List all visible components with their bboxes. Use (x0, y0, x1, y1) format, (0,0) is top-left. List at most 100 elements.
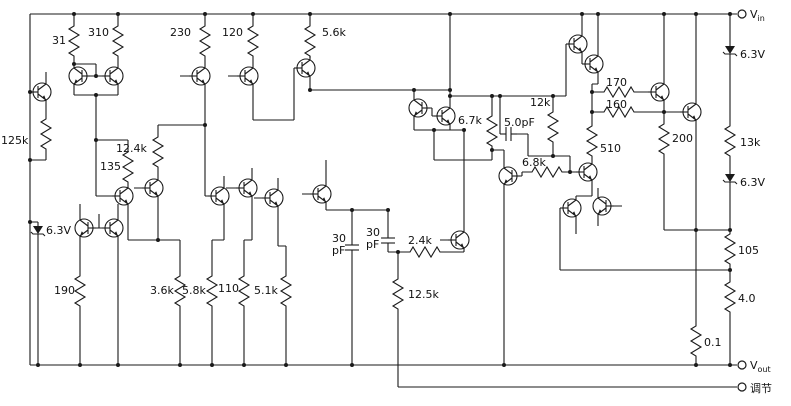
label-resistor-31: 31 (52, 34, 66, 47)
transistor-q19 (575, 159, 598, 185)
label-resistor-12k: 12k (530, 96, 551, 109)
transistor-q17 (447, 227, 470, 253)
component-labels: 31 310 230 120 5.6k 125k 135 12.4k 6.3V … (1, 26, 765, 349)
label-resistor-12k5: 12.5k (408, 288, 439, 301)
label-resistor-190: 190 (54, 284, 75, 297)
zener-6v3-top-right (722, 41, 738, 61)
resistor-31 (68, 21, 80, 59)
resistor-105 (724, 229, 736, 267)
wires-input-stage (30, 63, 450, 197)
label-resistor-170: 170 (606, 76, 627, 89)
resistor-4-0 (724, 277, 736, 315)
transistor-q7 (111, 183, 134, 209)
label-resistor-5k6: 5.6k (322, 26, 346, 39)
label-resistor-5k1: 5.1k (254, 284, 278, 297)
resistor-2k4 (405, 246, 443, 258)
label-cap2-value: 30 (366, 226, 380, 239)
transistor-q8 (141, 175, 164, 201)
label-zener-mid-right: 6.3V (740, 176, 765, 189)
label-resistor-0-1: 0.1 (704, 336, 722, 349)
transistor-q14 (101, 215, 124, 241)
resistor-5k6 (304, 21, 316, 59)
zener-6v3-left (30, 221, 46, 241)
transistor-q21 (679, 99, 702, 125)
adjust-label: 调节 (750, 382, 772, 395)
transistor-q3 (188, 63, 211, 89)
vin-label-main: V (750, 8, 758, 21)
label-zener-left: 6.3V (46, 224, 71, 237)
label-cap1-unit: pF (332, 244, 345, 257)
vout-label: Vout (750, 359, 771, 374)
transistor-q11 (261, 185, 284, 211)
vout-terminal (737, 360, 747, 370)
transistor-q5 (293, 55, 316, 81)
label-resistor-200: 200 (672, 132, 693, 145)
wires-top-columns (73, 14, 311, 64)
transistor-q20 (647, 79, 670, 105)
adjust-terminal (737, 382, 747, 392)
vout-label-main: V (750, 359, 758, 372)
wires-second-stage (96, 124, 464, 365)
terminal-labels: Vin Vout 调节 (750, 8, 772, 395)
transistor-q25 (592, 193, 615, 219)
resistor-5k8 (206, 271, 218, 309)
resistor-0-1 (690, 321, 702, 359)
transistor-q10 (235, 175, 258, 201)
capacitor-5pf (499, 126, 518, 142)
label-resistor-230: 230 (170, 26, 191, 39)
transistor-q9 (207, 183, 230, 209)
transistor-q6 (29, 79, 52, 105)
transistor-q4 (236, 63, 259, 89)
label-cap-5pf: 5.0pF (504, 116, 535, 129)
label-cap1-value: 30 (332, 232, 346, 245)
transistor-q15 (408, 95, 431, 121)
resistor-12k5 (392, 274, 404, 312)
terminals (737, 9, 747, 392)
resistor-12k (547, 107, 559, 145)
transistor-q1 (68, 63, 91, 89)
zener-6v3-mid-right (722, 169, 738, 189)
resistor-120 (247, 21, 259, 59)
label-resistor-13k: 13k (740, 136, 761, 149)
label-resistor-120: 120 (222, 26, 243, 39)
label-resistor-160: 160 (606, 98, 627, 111)
resistor-310 (112, 21, 124, 59)
capacitor-30pf-1 (344, 236, 360, 259)
resistor-190 (74, 271, 86, 309)
vin-terminal (737, 9, 747, 19)
label-resistor-110: 110 (218, 282, 239, 295)
label-resistor-4-0: 4.0 (738, 292, 756, 305)
label-resistor-3k6: 3.6k (150, 284, 174, 297)
transistor-q18 (498, 163, 521, 189)
label-resistor-310: 310 (88, 26, 109, 39)
resistor-200 (658, 119, 670, 157)
label-resistor-510: 510 (600, 142, 621, 155)
vin-label-sub: in (758, 14, 765, 23)
transistor-q12 (309, 181, 332, 207)
transistor-q23 (581, 51, 604, 77)
label-resistor-12k4: 12.4k (116, 142, 147, 155)
label-resistor-6k8: 6.8k (522, 156, 546, 169)
capacitor-30pf-2 (380, 229, 396, 252)
label-resistor-5k8: 5.8k (182, 284, 206, 297)
vout-label-sub: out (758, 365, 771, 374)
label-resistor-105: 105 (738, 244, 759, 257)
wires-mid-mirror (413, 14, 576, 365)
transistor-q13 (74, 215, 97, 241)
label-resistor-125k: 125k (1, 134, 29, 147)
transistor-q24 (559, 195, 582, 221)
resistor-5k1 (280, 271, 292, 309)
resistor-6k7 (486, 111, 498, 149)
resistor-125k (40, 114, 52, 152)
junction-dots (28, 12, 732, 367)
vin-label: Vin (750, 8, 765, 23)
resistor-110 (238, 271, 250, 309)
transistor-q16 (433, 103, 456, 129)
label-resistor-2k4: 2.4k (408, 234, 432, 247)
power-rails (29, 13, 737, 388)
label-cap2-unit: pF (366, 238, 379, 251)
transistor-q22 (565, 31, 588, 57)
resistor-510 (586, 121, 598, 159)
